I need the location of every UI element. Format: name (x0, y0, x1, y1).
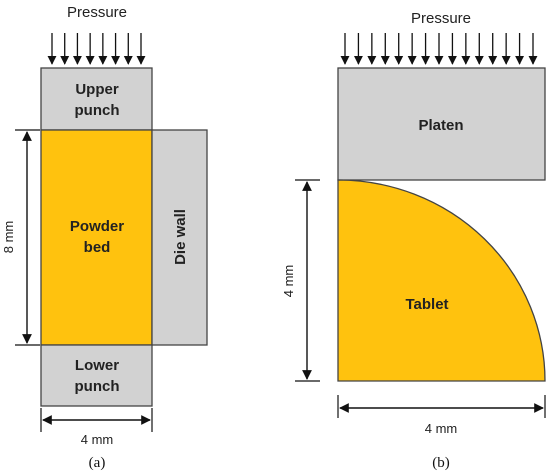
tablet-label: Tablet (405, 296, 448, 313)
tablet (337, 179, 546, 382)
pressure-label-b: Pressure (411, 10, 471, 27)
pressure-arrows-b (340, 33, 538, 65)
pressure-arrows-a (47, 33, 146, 65)
caption-a: (a) (89, 455, 106, 471)
lower-punch-label-line2: punch (75, 378, 120, 395)
caption-b: (b) (432, 455, 450, 471)
upper-punch (40, 67, 153, 131)
width-label-a: 4 mm (81, 432, 114, 447)
die-wall-label: Die wall (172, 209, 189, 265)
lower-punch (40, 344, 153, 407)
panel-b: Pressure Platen Tablet 4 mm 4 mm (b) (281, 10, 546, 471)
upper-punch-label-line2: punch (75, 102, 120, 119)
powder-bed-label-line2: bed (84, 239, 111, 256)
height-label-a: 8 mm (1, 221, 16, 254)
lower-punch-label-line1: Lower (75, 357, 119, 374)
platen-label: Platen (418, 117, 463, 134)
panel-a: Pressure Upper punch Powder bed Die wall… (1, 4, 208, 471)
powder-bed-label-line1: Powder (70, 218, 124, 235)
height-label-b: 4 mm (281, 265, 296, 298)
pressure-label-a: Pressure (67, 4, 127, 21)
upper-punch-label-line1: Upper (75, 81, 119, 98)
width-label-b: 4 mm (425, 421, 458, 436)
powder-bed (40, 129, 153, 346)
platen (337, 67, 546, 181)
die-wall (151, 129, 208, 346)
